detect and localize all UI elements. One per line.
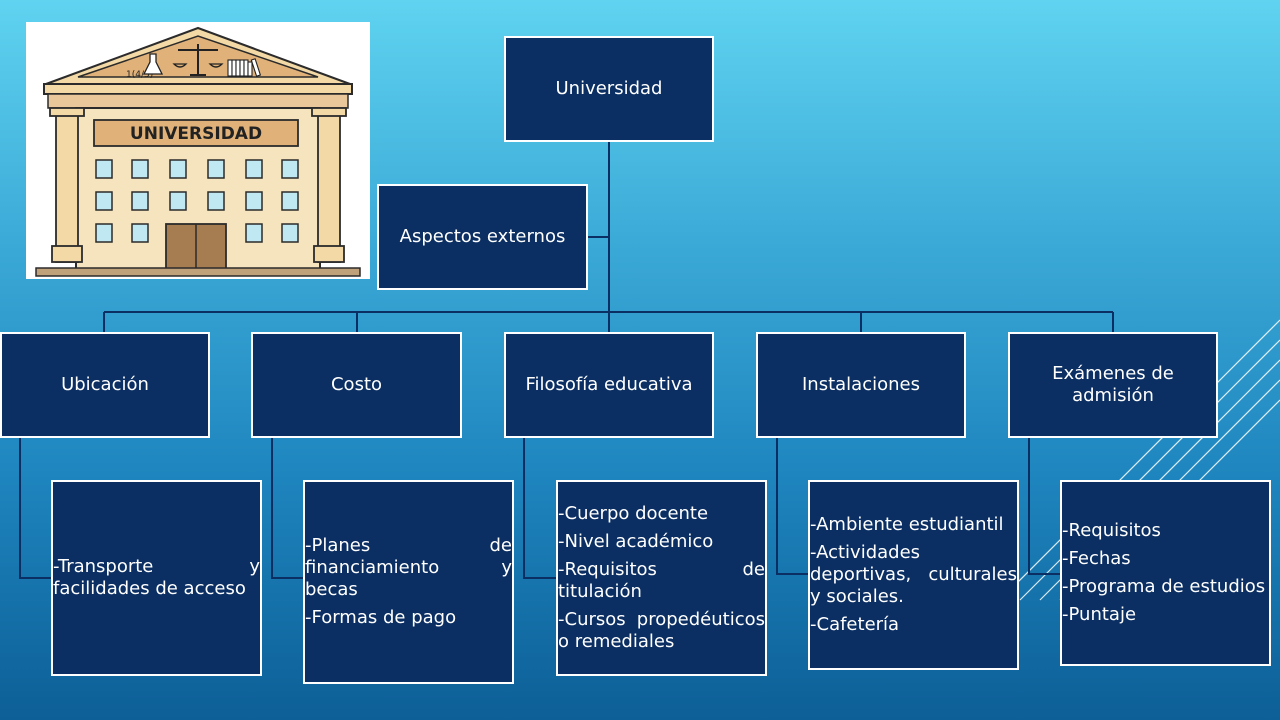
leaf-costo: -Planes de financiamiento y becas -Forma… (303, 480, 514, 684)
category-label: Costo (330, 374, 383, 396)
leaf-item: -Fechas (1062, 548, 1131, 570)
assistant-label: Aspectos externos (399, 226, 566, 248)
leaf-item: -Requisitos (1062, 520, 1161, 542)
leaf-item: -Cuerpo docente (558, 503, 709, 525)
leaf-item: -Transporte y facilidades de acceso (53, 556, 260, 599)
category-instalaciones: Instalaciones (756, 332, 966, 438)
university-logo: 1(4/5) UNIVERSIDAD (26, 22, 370, 279)
category-label: Instalaciones (802, 374, 920, 396)
leaf-item: -Planes de financiamiento y becas (305, 535, 512, 600)
leaf-item: -Formas de pago (305, 606, 457, 628)
leaf-filosofia: -Cuerpo docente -Nivel académico -Requis… (556, 480, 767, 676)
leaf-instalaciones: -Ambiente estudiantil -Actividades depor… (808, 480, 1019, 670)
leaf-item: -Cursos propedéuticos o remediales (558, 608, 765, 652)
assistant-node: Aspectos externos (377, 184, 588, 290)
leaf-item: -Ambiente estudiantil (810, 514, 1004, 536)
leaf-ubicacion: -Transporte y facilidades de acceso (51, 480, 262, 676)
root-node: Universidad (504, 36, 714, 142)
category-ubicacion: Ubicación (0, 332, 210, 438)
category-label: Ubicación (61, 374, 149, 396)
leaf-item: -Programa de estudios (1062, 576, 1266, 597)
category-label: Exámenes de admisión (1052, 363, 1174, 406)
category-costo: Costo (251, 332, 462, 438)
leaf-item: -Nivel académico (558, 531, 714, 553)
formula-text: 1(4/5) (126, 70, 153, 80)
logo-sign-text: UNIVERSIDAD (130, 124, 262, 144)
root-label: Universidad (555, 78, 663, 100)
leaf-examenes: -Requisitos -Fechas -Programa de estudio… (1060, 480, 1271, 666)
leaf-item: -Puntaje (1062, 603, 1137, 625)
leaf-item: -Requisitos de titulación (558, 559, 765, 602)
leaf-item: -Actividades deportivas, culturales y so… (810, 542, 1017, 607)
category-examenes: Exámenes de admisión (1008, 332, 1218, 438)
leaf-item: -Cafetería (810, 613, 900, 635)
category-label: Filosofía educativa (525, 374, 693, 396)
category-filosofia: Filosofía educativa (504, 332, 714, 438)
